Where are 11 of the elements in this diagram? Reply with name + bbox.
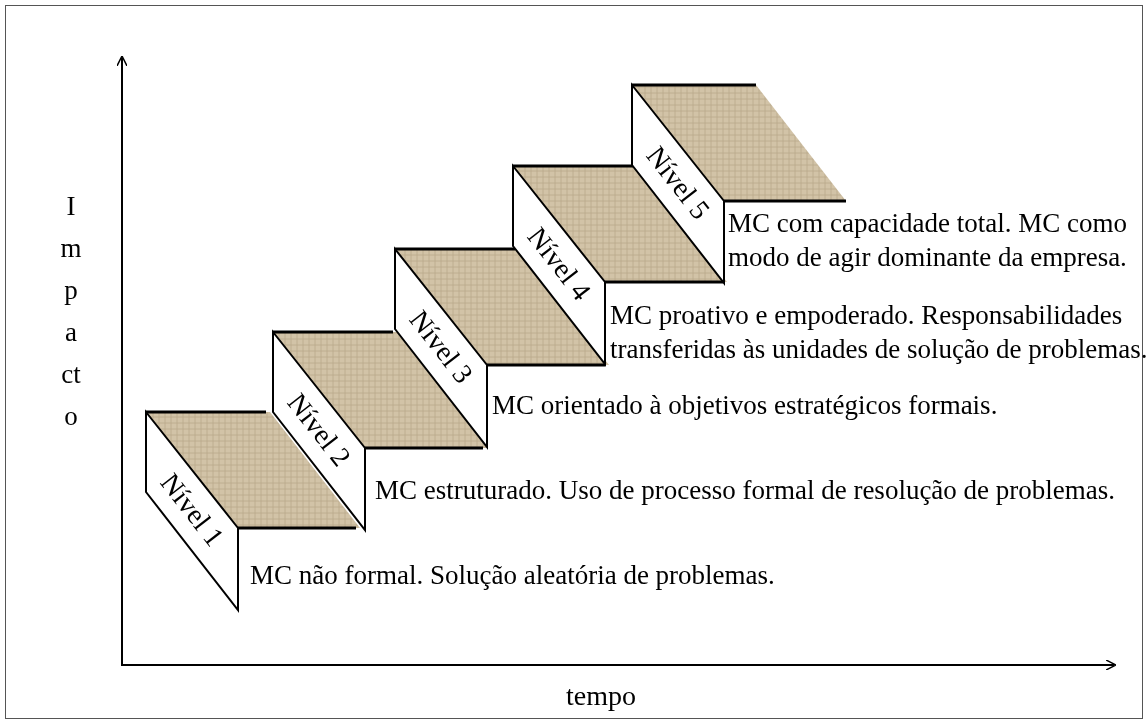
stair-riser xyxy=(273,332,365,530)
step-description: MC estruturado. Uso de processo formal de resolução de problemas. xyxy=(375,474,1116,507)
step-description: MC não formal. Solução aleatória de problemas. xyxy=(250,559,775,592)
axis-label: Impacto xyxy=(60,190,82,433)
step-description: MC orientado à objetivos estratégicos formais. xyxy=(492,389,998,422)
stair-riser xyxy=(395,249,487,447)
stair-riser xyxy=(632,85,724,283)
step-description: MC com capacidade total. MC como modo de agir dominante da empresa. xyxy=(728,207,1128,274)
stair-riser xyxy=(146,412,238,610)
axis-label: tempo xyxy=(566,680,636,712)
stair-riser xyxy=(513,166,605,364)
